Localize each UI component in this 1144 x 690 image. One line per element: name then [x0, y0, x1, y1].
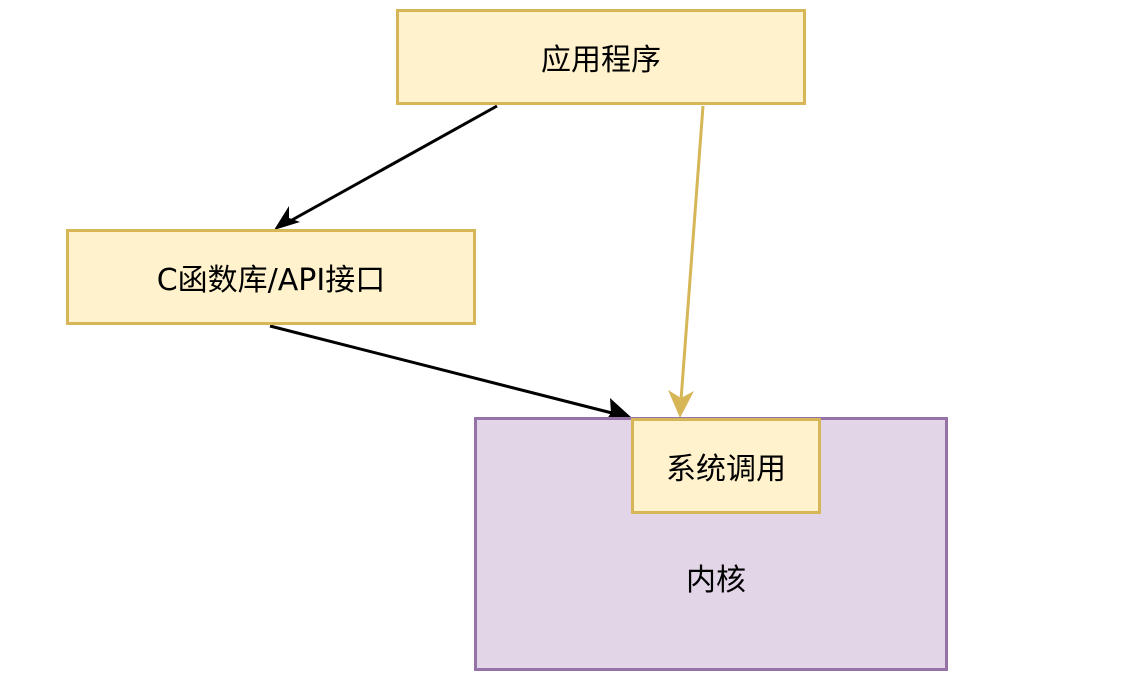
- node-application[interactable]: 应用程序: [396, 9, 806, 105]
- node-c-library-api-label: C函数库/API接口: [156, 263, 386, 298]
- node-kernel[interactable]: 内核: [474, 417, 948, 671]
- node-c-library-api[interactable]: C函数库/API接口: [66, 229, 476, 325]
- node-kernel-label: 内核: [686, 563, 746, 598]
- edge-app-to-lib: [291, 104, 498, 222]
- edge-lib-to-syscall: [269, 324, 613, 415]
- arrowhead-app-to-syscall: [668, 390, 694, 418]
- arrowhead-app-to-lib: [274, 206, 300, 230]
- node-application-label: 应用程序: [541, 43, 661, 78]
- node-system-call-label: 系统调用: [666, 452, 786, 487]
- edge-app-to-syscall: [679, 105, 705, 401]
- node-system-call[interactable]: 系统调用: [631, 418, 821, 514]
